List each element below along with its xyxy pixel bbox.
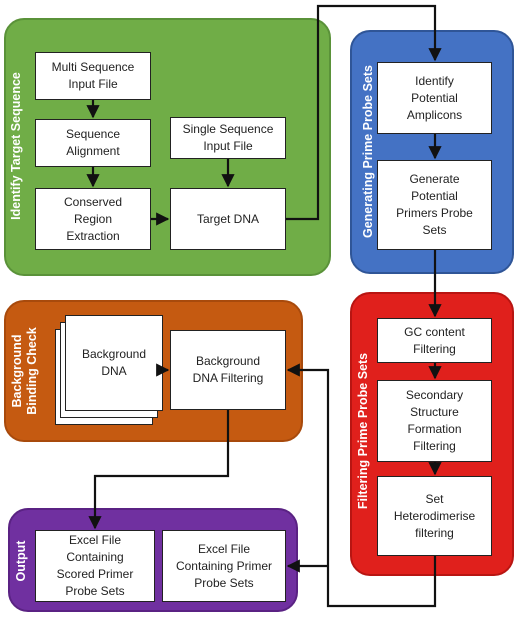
background-dna-filtering-box: Background DNA Filtering xyxy=(170,330,286,410)
excel-file-primer-probe-sets-box: Excel File Containing Primer Probe Sets xyxy=(162,530,286,602)
secondary-structure-formation-filtering-box: Secondary Structure Formation Filtering xyxy=(377,380,492,462)
identify-potential-amplicons-box: Identify Potential Amplicons xyxy=(377,62,492,134)
generate-potential-primers-probe-sets-box: Generate Potential Primers Probe Sets xyxy=(377,160,492,250)
target-dna-box: Target DNA xyxy=(170,188,286,250)
sequence-alignment-box: Sequence Alignment xyxy=(35,119,151,167)
multi-sequence-input-file-box: Multi Sequence Input File xyxy=(35,52,151,100)
excel-file-scored-primer-probe-sets-box: Excel File Containing Scored Primer Prob… xyxy=(35,530,155,602)
conserved-region-extraction-box: Conserved Region Extraction xyxy=(35,188,151,250)
single-sequence-input-file-box: Single Sequence Input File xyxy=(170,117,286,159)
arrow-filtering-to-excel-scored xyxy=(88,410,230,530)
arrow-heterodimerise-to-background-filtering xyxy=(286,363,437,608)
arrow-target-to-amplicons xyxy=(286,4,442,221)
background-dna-box: Background DNA xyxy=(65,315,163,411)
gc-content-filtering-box: GC content Filtering xyxy=(377,318,492,363)
set-heterodimerise-filtering-box: Set Heterodimerise filtering xyxy=(377,476,492,556)
